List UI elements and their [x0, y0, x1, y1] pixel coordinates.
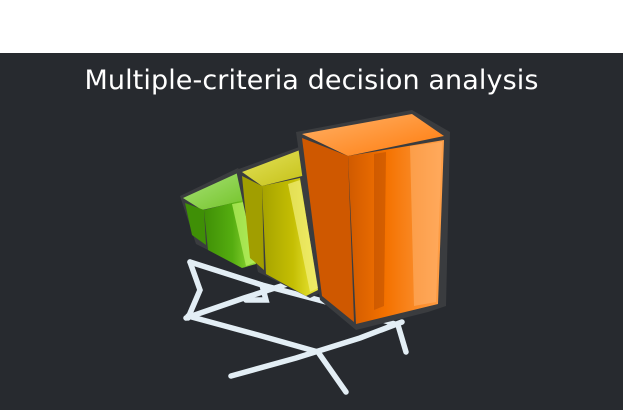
bar-green [180, 168, 258, 268]
bar-yellow [236, 146, 322, 298]
bar-orange [296, 110, 450, 330]
banner-title: Multiple-criteria decision analysis [84, 65, 539, 96]
